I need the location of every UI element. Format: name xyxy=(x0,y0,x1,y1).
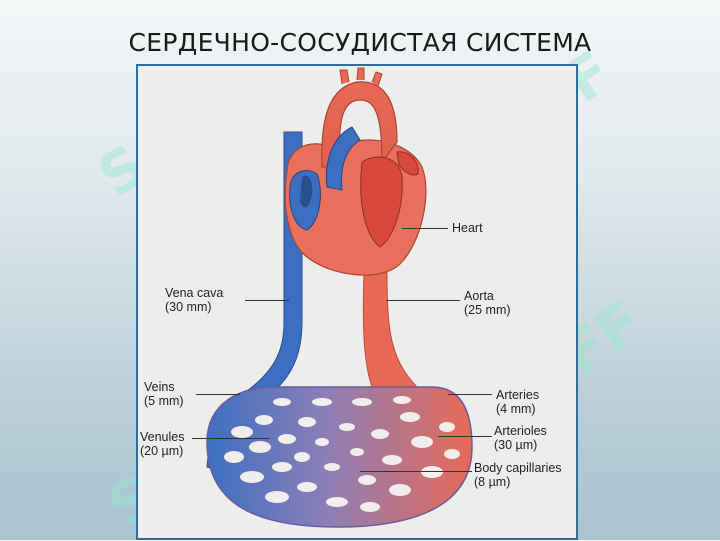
arterioles-leader-line xyxy=(438,436,492,437)
circulation-drawing xyxy=(206,67,473,528)
label-capillaries-name: Body capillaries xyxy=(474,461,562,475)
label-venules: Venules (20 µm) xyxy=(140,430,184,458)
label-veins: Veins (5 mm) xyxy=(144,380,184,408)
capillaries-leader-line xyxy=(360,471,472,472)
label-arterioles-size: (30 µm) xyxy=(494,438,538,452)
label-body-capillaries: Body capillaries (8 µm) xyxy=(474,461,562,489)
label-veins-name: Veins xyxy=(144,380,175,394)
label-arteries: Arteries (4 mm) xyxy=(496,388,539,416)
circulatory-diagram xyxy=(136,64,578,540)
label-vena-cava: Vena cava (30 mm) xyxy=(165,286,223,314)
label-arteries-size: (4 mm) xyxy=(496,402,536,416)
label-venules-name: Venules xyxy=(140,430,185,444)
label-aorta: Aorta (25 mm) xyxy=(464,289,511,317)
aortic-arch xyxy=(321,81,398,168)
capillary-mesh xyxy=(224,396,460,512)
arch-branches xyxy=(339,67,383,87)
label-aorta-size: (25 mm) xyxy=(464,303,511,317)
aorta-leader-line xyxy=(386,300,460,301)
label-venules-size: (20 µm) xyxy=(140,444,184,458)
venules-leader-line xyxy=(192,438,270,439)
label-veins-size: (5 mm) xyxy=(144,394,184,408)
vena-cava-leader-line xyxy=(245,300,289,301)
right-ventricle-inner xyxy=(300,175,313,208)
left-ventricle xyxy=(360,156,403,248)
label-arterioles-name: Arterioles xyxy=(494,424,547,438)
label-heart: Heart xyxy=(452,221,483,235)
label-vena-cava-size: (30 mm) xyxy=(165,300,212,314)
heart-leader-line xyxy=(402,228,448,229)
heart-drawing xyxy=(284,67,427,276)
label-arteries-name: Arteries xyxy=(496,388,540,402)
slide-title: СЕРДЕЧНО-СОСУДИСТАЯ СИСТЕМА xyxy=(128,28,592,57)
label-aorta-name: Aorta xyxy=(464,289,494,303)
left-atrium xyxy=(396,151,419,176)
veins-leader-line xyxy=(196,394,240,395)
arteries-leader-line xyxy=(448,394,492,395)
label-arterioles: Arterioles (30 µm) xyxy=(494,424,547,452)
label-vena-cava-name: Vena cava xyxy=(165,286,224,300)
pulmonary-trunk xyxy=(325,126,361,191)
label-capillaries-size: (8 µm) xyxy=(474,475,511,489)
